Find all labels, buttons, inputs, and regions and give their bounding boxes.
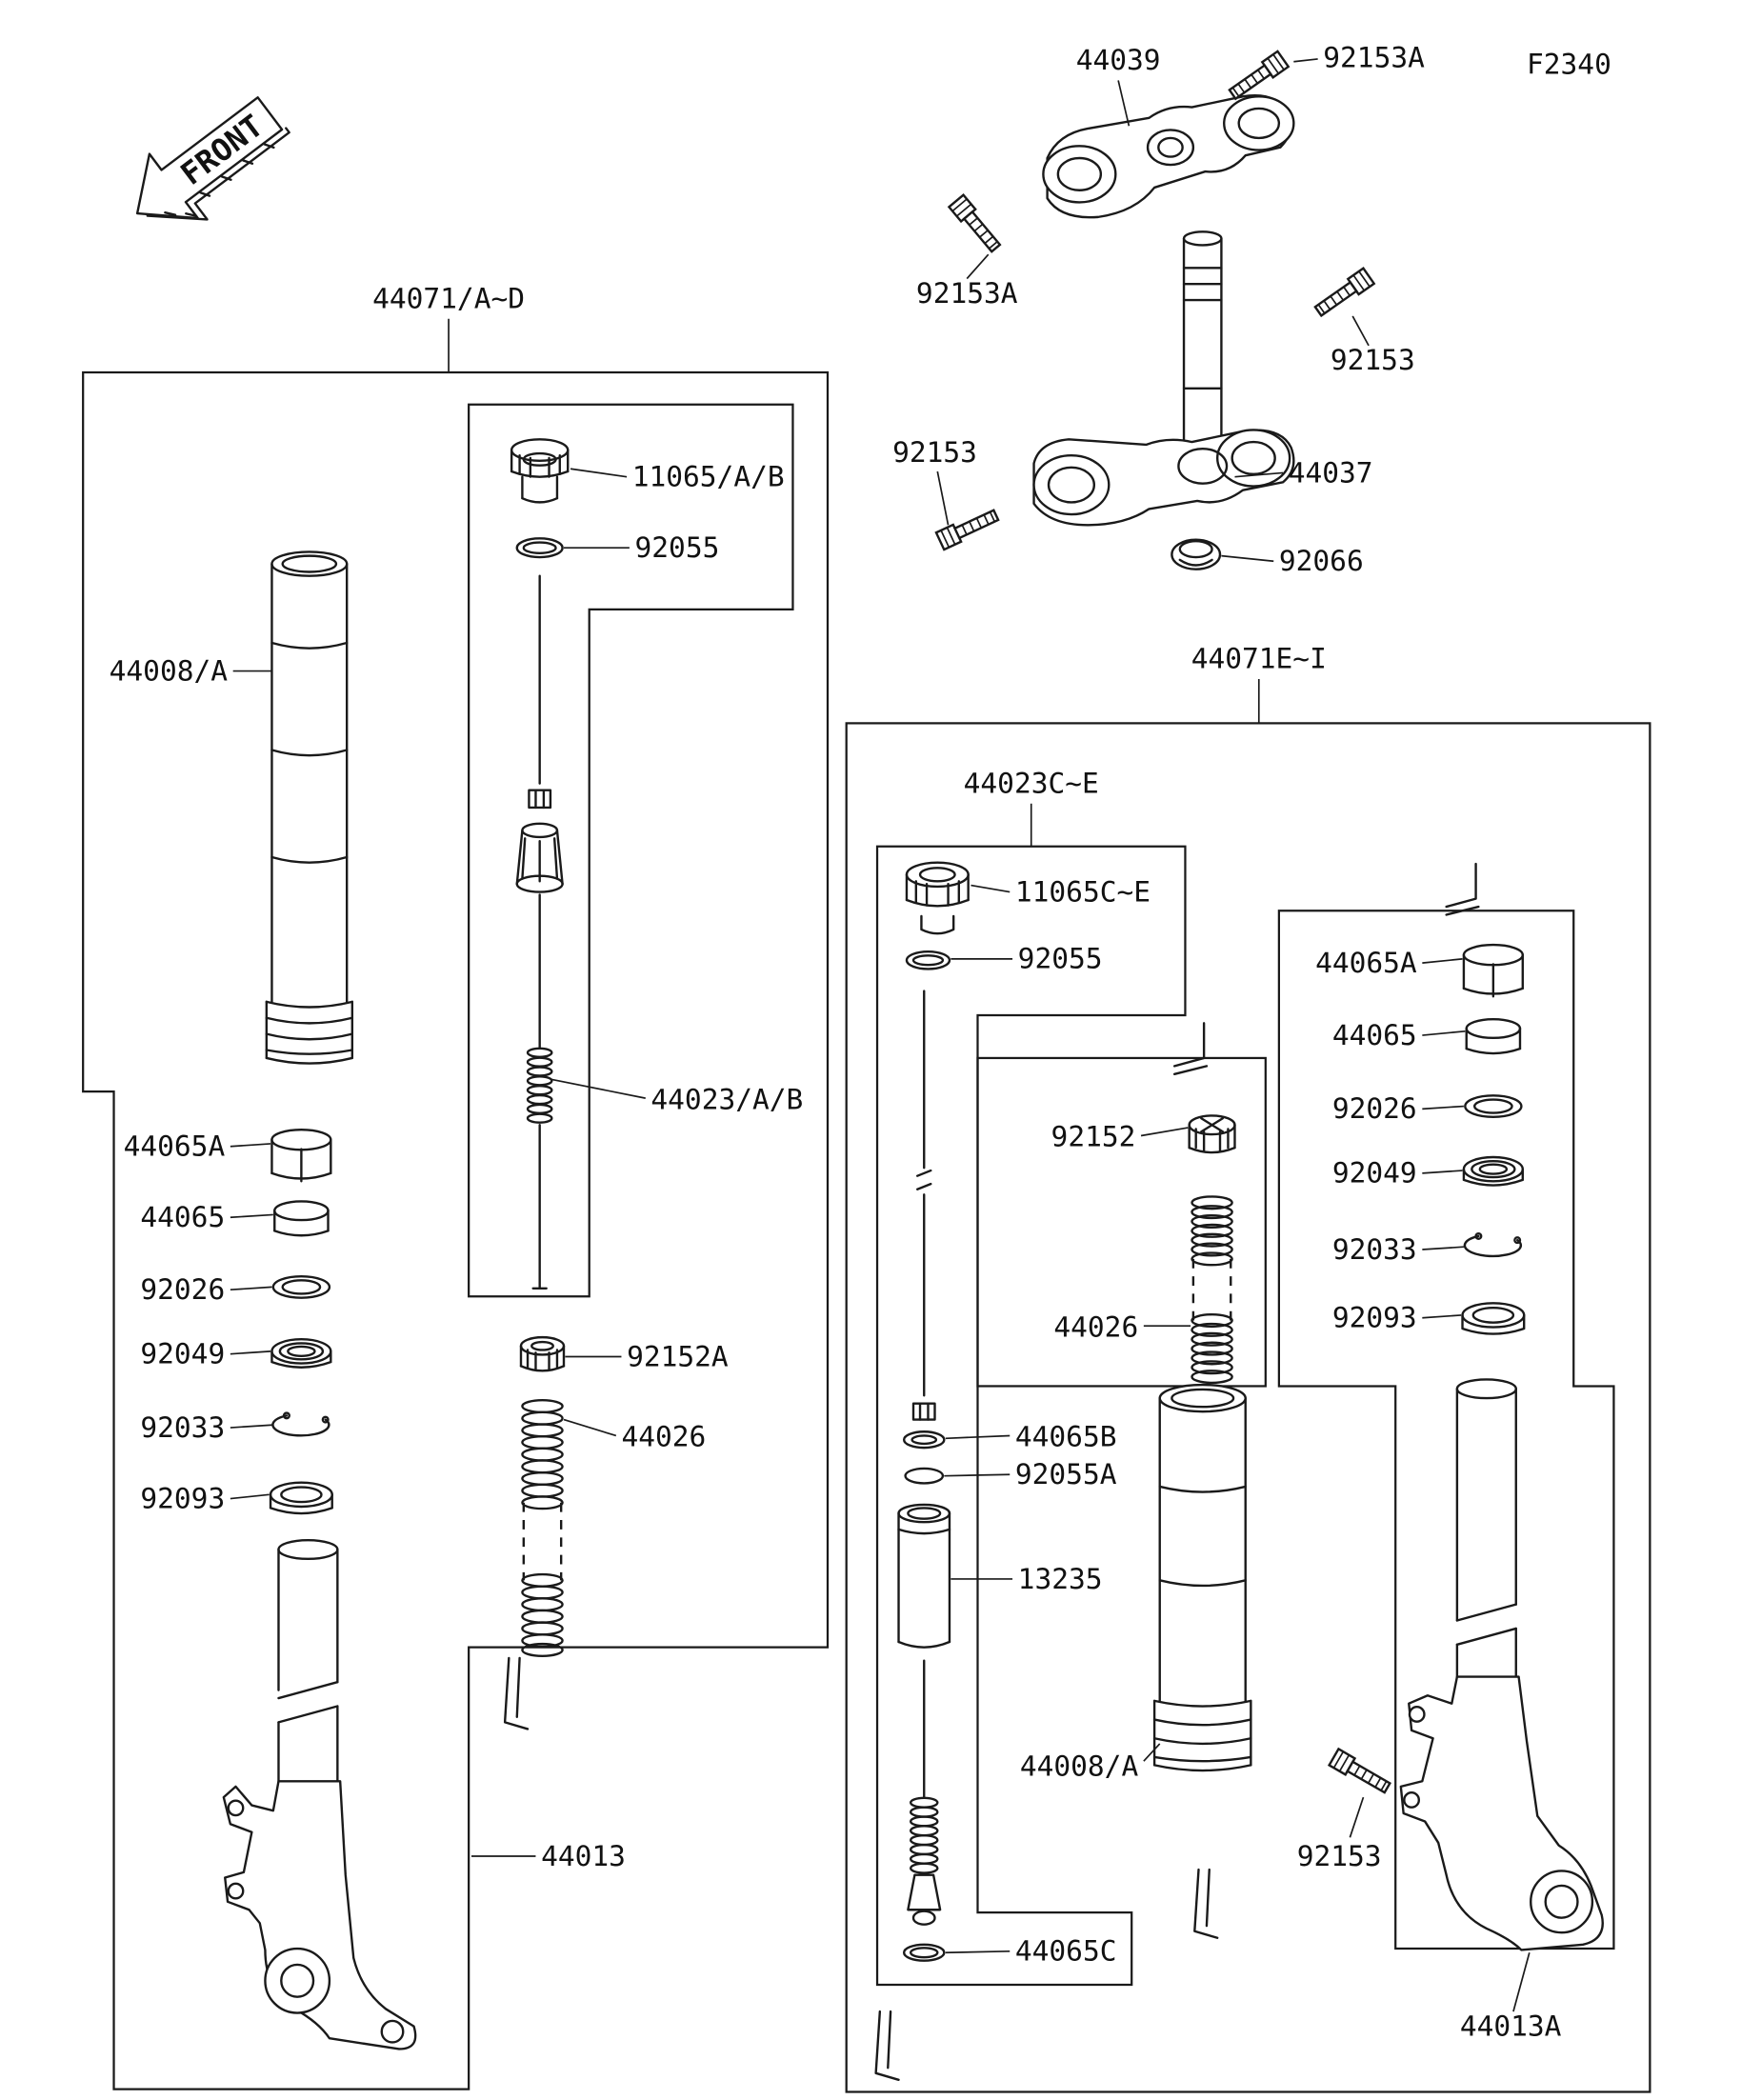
leader-lines (230, 58, 1531, 2012)
label-right-cylinder: 13235 (1018, 1563, 1103, 1595)
top-triple-clamp (1042, 94, 1295, 219)
right-assembly-box (845, 722, 1651, 2093)
label-left-cap-o-ring: 92055 (635, 531, 720, 564)
bolt-upper-left (948, 193, 1005, 256)
label-right-cap-o-ring: 92055 (1018, 943, 1103, 975)
right-o-ring-a-drawing (904, 1467, 945, 1485)
label-right-o-ring-a: 92055A (1015, 1458, 1117, 1490)
label-left-fork-leg: 44013 (541, 1840, 626, 1872)
right-inner-tube-drawing (1152, 1383, 1252, 1939)
label-bolt-mid-right: 92153 (1331, 344, 1415, 376)
right-locknut-drawing (1188, 1114, 1236, 1154)
label-left-assembly-group: 44071/A~D (372, 282, 525, 314)
label-bolt-top-right: 92153A (1323, 41, 1425, 73)
left-fork-leg-drawing (222, 1538, 417, 2050)
left-snap-ring-drawing (271, 1411, 330, 1437)
label-right-bushing-upper: 44065A (1315, 947, 1417, 979)
right-cylinder-drawing (897, 1503, 951, 1649)
right-damper-box (875, 845, 1187, 1987)
left-bushing-upper-drawing (270, 1128, 332, 1183)
label-right-fork-cap: 11065C~E (1015, 875, 1151, 908)
left-washer-drawing (271, 1274, 331, 1299)
right-damper-bottom-bracket (874, 2010, 900, 2082)
label-bolt-lower-left: 92153 (892, 436, 977, 469)
right-spring-drawing (1191, 1195, 1233, 1385)
label-left-oil-seal: 92049 (140, 1338, 225, 1370)
label-right-inner-tube: 44008/A (1020, 1750, 1139, 1783)
right-spring-box (976, 1056, 1267, 1388)
right-oil-seal-drawing (1462, 1155, 1524, 1187)
steering-stem-lower-clamp (1032, 230, 1295, 527)
left-damper-box (468, 403, 794, 1298)
label-left-outer-tube: 44008/A (110, 654, 229, 687)
label-left-locknut: 92152A (627, 1340, 729, 1372)
right-dust-seal-drawing (1461, 1302, 1526, 1335)
right-seal-leg-box (1277, 910, 1615, 1950)
steering-stem-cap (1171, 538, 1222, 570)
left-spring-drawing (503, 1399, 564, 1730)
left-bushing-lower-drawing (273, 1200, 330, 1237)
label-right-dust-seal: 92093 (1332, 1302, 1417, 1334)
front-direction-arrow: FRONT (135, 96, 290, 221)
left-outer-tube-drawing (265, 550, 354, 1065)
label-left-snap-ring: 92033 (140, 1411, 225, 1444)
right-o-ring-c-drawing (902, 1943, 946, 1962)
right-bushing-upper-drawing (1462, 943, 1524, 998)
right-piston-ring-drawing (902, 1430, 946, 1450)
label-left-bushing-upper: 44065A (124, 1130, 226, 1163)
right-washer-drawing (1464, 1094, 1523, 1119)
label-right-damper-group: 44023C~E (964, 768, 1099, 800)
label-left-damper-rod: 44023/A/B (650, 1083, 803, 1115)
right-snap-ring-drawing (1463, 1231, 1523, 1258)
label-right-piston-ring: 44065B (1015, 1421, 1117, 1453)
left-fork-cap-drawing (510, 438, 570, 504)
left-oil-seal-drawing (270, 1338, 332, 1369)
label-right-bushing-lower: 44065 (1332, 1019, 1417, 1051)
right-seal-top-bracket (1445, 862, 1480, 916)
right-fork-cap-drawing (905, 861, 970, 935)
right-spring-top-bracket (1173, 1022, 1209, 1076)
part-labels: F2340 44039 92153A 92153A 92153 92153 44… (110, 41, 1611, 2042)
right-lower-rod-drawing (907, 1659, 942, 1926)
bolt-mid-right (1311, 267, 1375, 321)
label-bolt-upper-left: 92153A (916, 277, 1018, 310)
label-right-oil-seal: 92049 (1332, 1157, 1417, 1190)
left-cap-o-ring-drawing (515, 537, 564, 559)
label-left-bushing-lower: 44065 (140, 1201, 225, 1233)
label-stem-cap: 92066 (1279, 545, 1364, 577)
label-top-clamp: 44039 (1076, 44, 1161, 76)
right-fork-leg-drawing (1399, 1378, 1604, 1951)
label-right-locknut: 92152 (1051, 1121, 1136, 1153)
right-bushing-lower-drawing (1465, 1017, 1522, 1055)
label-right-snap-ring: 92033 (1332, 1233, 1417, 1266)
label-left-washer: 92026 (140, 1273, 225, 1306)
left-dust-seal-drawing (269, 1481, 333, 1515)
label-right-fork-leg: 44013A (1460, 2010, 1562, 2042)
bolt-bottom-right (1328, 1748, 1393, 1798)
label-right-o-ring-c: 44065C (1015, 1935, 1117, 1968)
diagram-code-label: F2340 (1527, 48, 1611, 80)
label-right-washer: 92026 (1332, 1092, 1417, 1125)
left-locknut-drawing (519, 1335, 566, 1372)
right-damper-rod-drawing (911, 990, 936, 1421)
label-right-spring: 44026 (1053, 1310, 1138, 1343)
label-left-fork-cap: 11065/A/B (632, 461, 785, 493)
group-boxes (82, 370, 1651, 2093)
label-left-dust-seal: 92093 (140, 1482, 225, 1514)
label-left-spring: 44026 (621, 1421, 706, 1453)
left-assembly-box (82, 370, 830, 2090)
label-lower-clamp: 44037 (1289, 456, 1373, 489)
right-cap-o-ring-drawing (905, 950, 951, 970)
left-damper-rod-drawing (515, 574, 564, 1290)
label-right-assembly-group: 44071E~I (1191, 643, 1327, 675)
label-bolt-bottom-right: 92153 (1297, 1840, 1382, 1872)
